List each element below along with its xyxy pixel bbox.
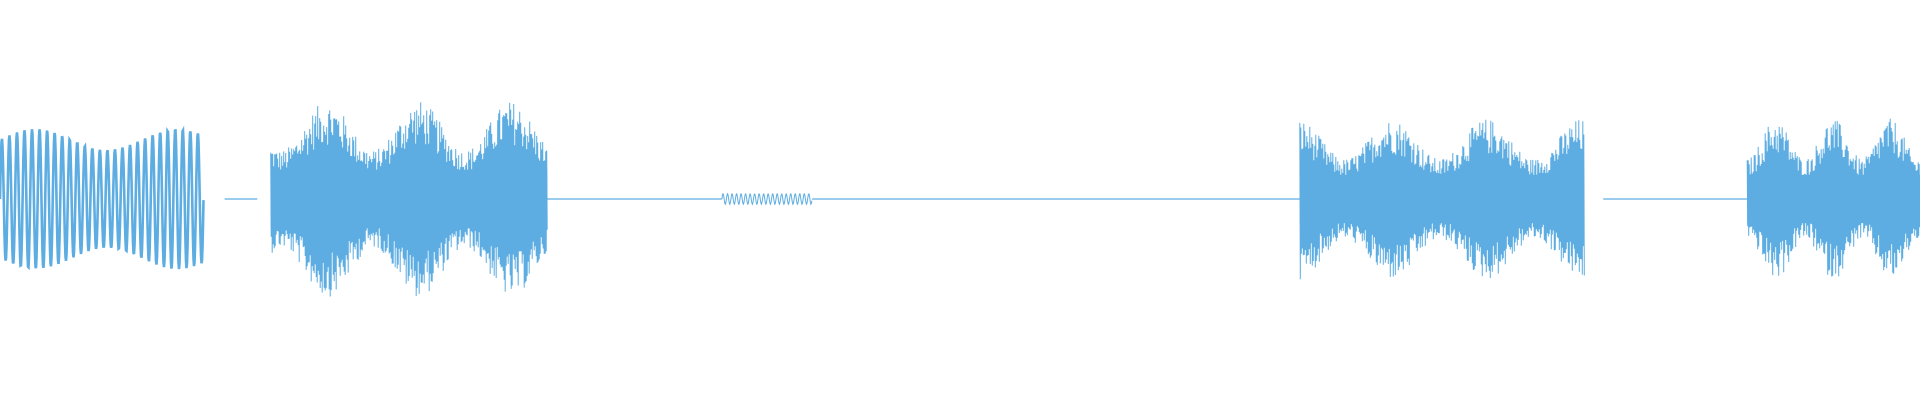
waveform-bursts: [0, 102, 1920, 297]
waveform-burst: [1299, 119, 1585, 280]
waveform-burst: [270, 102, 548, 297]
waveform-burst: [0, 125, 205, 271]
waveform-burst: [1746, 118, 1920, 277]
waveform-burst: [721, 192, 813, 206]
